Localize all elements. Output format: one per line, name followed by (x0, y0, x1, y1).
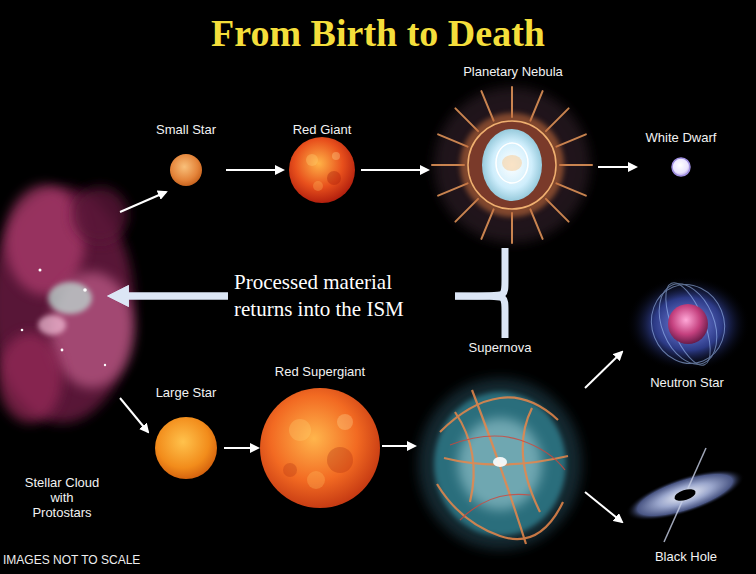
surface-spot (283, 463, 297, 477)
red-giant-picture (289, 137, 355, 203)
nebula-spike (455, 199, 478, 222)
supernova-filaments (450, 436, 565, 520)
protostar (61, 349, 64, 352)
filament (523, 408, 540, 512)
surface-spot (307, 471, 325, 489)
protostar (83, 288, 87, 292)
title: From Birth to Death (0, 10, 756, 56)
jet (664, 448, 706, 542)
nebula-shell (460, 113, 564, 217)
stage-label: Black Hole (655, 549, 717, 564)
protostar (39, 269, 42, 272)
surface-spot (332, 152, 340, 160)
surface-spot (327, 447, 353, 473)
supernova-cloud (434, 392, 566, 536)
stage-node: Red Giant (283, 120, 361, 208)
stage-node: Stellar Cloud with Protostars (4, 170, 120, 522)
nebula-spike (438, 134, 468, 146)
nebula-spike (438, 183, 468, 195)
filament (450, 436, 565, 470)
stage-label: Stellar Cloud with Protostars (20, 475, 104, 520)
black-hole-picture (673, 487, 697, 503)
stage-node: Red Supergiant (258, 362, 382, 512)
neutron-glow (626, 276, 750, 372)
note: IMAGES NOT TO SCALE (3, 553, 140, 567)
nebula-spike (481, 91, 493, 121)
nebula-eye (502, 155, 522, 171)
nebula-spikes (432, 87, 592, 243)
evolution-arrow (120, 398, 148, 432)
field-line (640, 273, 737, 374)
nebula-shell (468, 121, 556, 209)
protostar (21, 329, 24, 332)
large-star-picture (155, 417, 217, 479)
nebula-spike (556, 183, 586, 195)
red-supergiant-picture (260, 388, 380, 508)
cloud-core (48, 282, 92, 314)
stage-node: Black Hole (622, 438, 750, 566)
supernova-cloud (418, 378, 582, 550)
stage-label: White Dwarf (646, 130, 717, 145)
filament (455, 412, 474, 502)
surface-spot (289, 419, 311, 441)
nebula-spike (556, 134, 586, 146)
evolution-arrow (120, 192, 166, 212)
edge-label: Processed material returns into the ISM (228, 266, 455, 326)
small-star-picture (170, 154, 202, 186)
surface-spot (313, 181, 323, 191)
stage-node: Small Star (146, 120, 226, 192)
nebula-eye (496, 143, 528, 183)
accretion-disk (620, 459, 749, 532)
surface-spot (327, 171, 341, 185)
evolution-arrow (585, 352, 622, 388)
nebula-spike (511, 213, 513, 243)
stage-label: Planetary Nebula (463, 64, 563, 79)
nebula-spike (546, 199, 569, 222)
supernova-filaments (437, 390, 568, 544)
surface-spot (337, 414, 353, 430)
evolution-arrow (224, 447, 258, 449)
stage-node: Neutron Star (622, 272, 752, 392)
evolution-arrow (585, 492, 622, 522)
stage-label: Small Star (156, 122, 216, 137)
stage-label: Supernova (469, 340, 532, 355)
nebula-spike (560, 164, 592, 166)
evolution-arrow (361, 169, 428, 171)
nebula-spike (530, 209, 542, 239)
nebula-spike (432, 164, 464, 166)
nebula-spike (546, 108, 569, 131)
nebula-spike (511, 87, 513, 117)
white-dwarf-picture (672, 158, 690, 176)
surface-spot (306, 154, 318, 166)
supernova-core (493, 457, 507, 467)
stage-node: Large Star (148, 383, 224, 483)
cloud-gas (72, 187, 128, 243)
stage-node: Supernova (415, 338, 585, 562)
nebula-core (482, 129, 542, 201)
stage-node: Planetary Nebula (428, 62, 598, 248)
stage-label: Neutron Star (650, 375, 724, 390)
evolution-arrow (226, 169, 283, 171)
field-lines (640, 273, 737, 374)
nebula-spike (481, 209, 493, 239)
neutron-star-picture (668, 304, 708, 344)
filament (460, 494, 530, 520)
nebula-spike (455, 108, 478, 131)
stage-node: White Dwarf (636, 128, 726, 180)
stage-label: Red Supergiant (275, 364, 365, 379)
stage-label: Large Star (156, 385, 217, 400)
cloud-core (38, 315, 66, 335)
cloud-gas (0, 333, 62, 423)
evolution-arrow (598, 166, 636, 168)
evolution-arrow (382, 445, 415, 447)
protostar (104, 364, 106, 366)
stage-label: Red Giant (293, 122, 352, 137)
field-line (648, 275, 728, 372)
filament (437, 484, 563, 539)
nebula-spike (530, 91, 542, 121)
filament (472, 390, 526, 544)
